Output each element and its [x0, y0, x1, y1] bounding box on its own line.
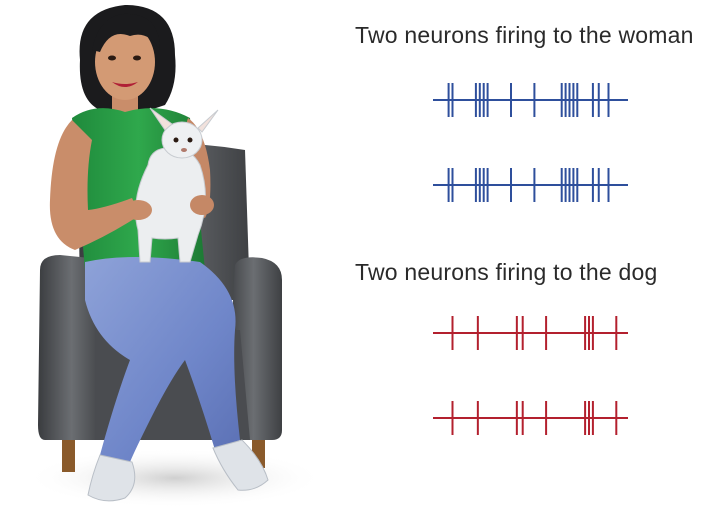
eye-right — [133, 55, 141, 61]
label-woman-neurons: Two neurons firing to the woman — [355, 22, 694, 48]
eye-left — [108, 55, 116, 61]
hand-right — [190, 195, 214, 215]
pants — [85, 257, 240, 462]
arm-left — [49, 120, 140, 250]
bangs — [92, 13, 160, 52]
hand-left — [124, 200, 152, 220]
dog — [135, 107, 219, 263]
shoe-left — [87, 454, 136, 502]
spike-trains — [433, 83, 628, 435]
spike-train-woman — [433, 83, 628, 117]
mouth — [112, 82, 138, 87]
spike-train-dog — [433, 401, 628, 435]
shoe-right — [212, 439, 269, 491]
spike-train-dog — [433, 316, 628, 350]
face — [95, 24, 155, 100]
label-dog-neurons: Two neurons firing to the dog — [355, 259, 658, 285]
spike-train-woman — [433, 168, 628, 202]
chair-leg — [62, 430, 75, 472]
